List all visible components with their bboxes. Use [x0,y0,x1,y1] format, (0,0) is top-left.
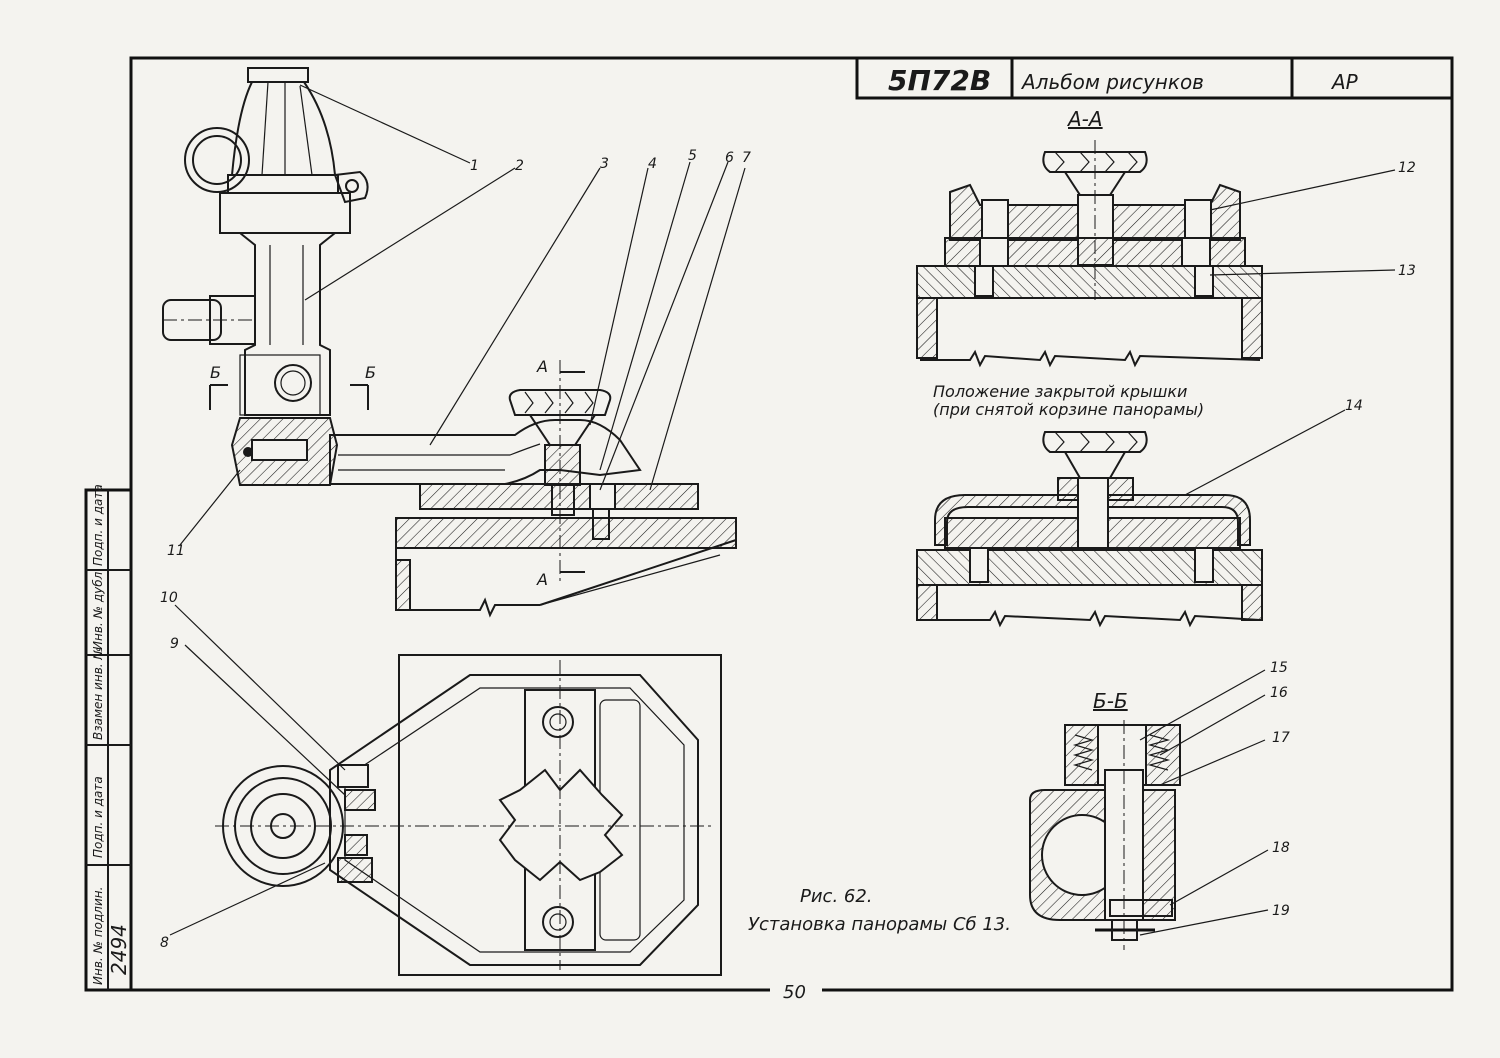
callout-13: 13 [1398,263,1416,279]
stamp-label-replace: Взамен инв. № [91,647,105,740]
callout-numbers: 1 2 3 4 5 6 7 8 9 10 11 12 13 14 15 16 1… [160,148,1416,951]
plan-view [215,654,722,976]
callout-7: 7 [742,150,751,166]
stamp-inventory-number: 2494 [107,924,131,975]
title-block: 5П72В Альбом рисунков АР [855,56,1454,100]
callout-14: 14 [1345,398,1363,414]
title-model: 5П72В [888,64,991,97]
cut-a-top-label: А [536,357,548,376]
section-aa: А-А [916,107,1263,368]
closed-lid-view [916,431,1263,628]
stamp-label-dup: Инв. № дубл. [91,568,105,650]
section-aa-title: А-А [1066,107,1103,131]
callout-11: 11 [167,543,185,559]
cut-b-right-label: Б [365,363,376,382]
callout-9: 9 [170,636,179,652]
section-bb: Б-Б [1029,689,1181,950]
callout-10: 10 [160,590,178,606]
callout-1: 1 [470,158,479,174]
stamp-label-sign-1: Подп. и дата [91,776,105,858]
callout-5: 5 [688,148,697,164]
page-number: 50 [783,982,806,1003]
section-bb-title: Б-Б [1093,689,1128,713]
side-stamp: Инв. № подлин. Подп. и дата Взамен инв. … [84,484,133,992]
callout-6: 6 [725,150,734,166]
callout-15: 15 [1270,660,1288,676]
title-code: АР [1330,70,1359,94]
callout-16: 16 [1270,685,1288,701]
cut-b-left-label: Б [210,363,221,382]
callout-18: 18 [1272,840,1290,856]
callout-8: 8 [160,935,169,951]
cut-a-bottom-label: А [536,570,548,589]
panorama-side-view: А А Б Б [162,67,737,618]
callout-17: 17 [1272,730,1290,746]
title-album: Альбом рисунков [1020,70,1204,94]
stamp-label-original: Инв. № подлин. [91,887,105,985]
callout-3: 3 [600,156,609,172]
figure-number: Рис. 62. [800,886,873,907]
figure-title: Установка панорамы Сб 13. [748,914,1011,935]
leader-lines [169,84,1396,936]
callout-4: 4 [648,156,657,172]
callout-2: 2 [515,158,524,174]
closed-lid-caption-line2: (при снятой корзине панорамы) [933,400,1204,419]
callout-19: 19 [1272,903,1290,919]
closed-lid-caption-line1: Положение закрытой крышки [933,382,1187,401]
callout-12: 12 [1398,160,1416,176]
stamp-label-sign-2: Подп. и дата [91,484,105,566]
